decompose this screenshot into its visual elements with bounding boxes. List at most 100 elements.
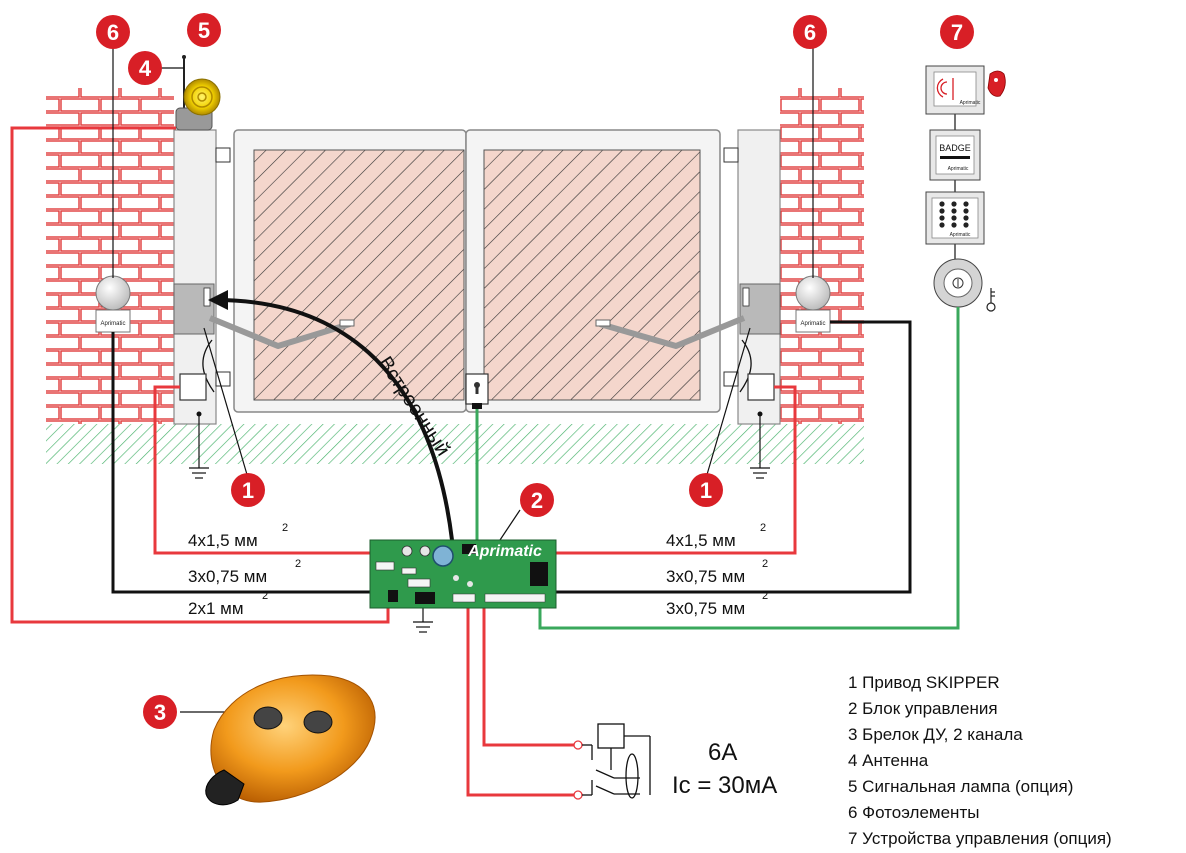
keypad-key [951,208,957,214]
wire-red-left-lower [10,126,390,624]
keypad-key [939,208,945,214]
photocell-left-brand: Aprimatic [100,321,125,327]
gate-leaf-left [233,129,467,413]
svg-text:1: 1 [242,478,254,503]
keypad-key [963,201,969,207]
legend-item: 4 Антенна [848,751,929,770]
ground-symbol-left [189,414,209,479]
cable-label-right-middle: 3x0,75 мм 2 [666,558,768,586]
svg-text:6: 6 [804,20,816,45]
cable-label-right-upper: 4x1,5 мм 2 [666,522,766,550]
control-board: Aprimatic [369,539,557,609]
callout-photocell-right: 6 [793,15,827,49]
cable-label-left-upper: 4x1,5 мм 2 [188,522,288,550]
breaker-residual: Ic = 30мА [672,772,777,799]
svg-text:2: 2 [262,590,268,602]
cable-label-left-middle: 3x0,75 мм 2 [188,558,301,586]
svg-text:2: 2 [295,558,301,570]
keypad: Aprimatic [925,191,985,245]
photocell-right-brand: Aprimatic [800,321,825,327]
red-key-tag [987,70,1006,97]
keypad-key [951,222,957,228]
brick-wall-left [46,88,174,424]
keypad-key [963,215,969,221]
keypad-key [963,222,969,228]
gate-motor-right [595,283,781,393]
leader-motor-left [203,327,249,479]
photocell-right: Aprimatic [795,275,831,333]
leader-control-unit [499,509,521,541]
svg-text:2: 2 [760,522,766,534]
wire-red-left-upper [153,385,370,555]
legend: 1 Привод SKIPPER 2 Блок управления 3 Брело… [848,673,1112,848]
key-icon [986,288,996,312]
wire-red-supply-lower [466,608,574,797]
key-switch [933,258,983,308]
svg-text:2: 2 [531,488,543,513]
electric-lock [465,373,489,409]
breaker-current: 6A [708,739,737,766]
integrated-arrow [208,290,454,541]
transponder-reader: Aprimatic [925,65,985,115]
transponder-brand: Aprimatic [960,100,981,106]
svg-text:3x0,75 мм: 3x0,75 мм [666,567,745,586]
cable-label-right-lower: 3x0,75 мм 2 [666,590,768,618]
cable-label-left-lower: 2x1 мм 2 [188,590,268,618]
gate-leaf-right [465,129,721,413]
keypad-key [939,215,945,221]
keypad-key [939,222,945,228]
svg-text:5: 5 [198,18,210,43]
legend-item: 1 Привод SKIPPER [848,673,1000,692]
svg-text:4: 4 [139,56,152,81]
hinges [215,147,739,387]
keypad-key [939,201,945,207]
callout-lamp: 5 [187,13,221,47]
badge-reader: BADGE Aprimatic [929,129,981,181]
svg-text:2x1 мм: 2x1 мм [188,599,244,618]
legend-item: 5 Сигнальная лампа (опция) [848,777,1073,796]
svg-text:3x0,75 мм: 3x0,75 мм [666,599,745,618]
legend-item: 6 Фотоэлементы [848,803,979,822]
callout-motor-left: 1 [231,473,265,507]
svg-text:2: 2 [282,522,288,534]
photocell-left: Aprimatic [95,275,131,333]
gate-motor-left [173,283,355,393]
svg-text:2: 2 [762,590,768,602]
wire-black-right [555,320,912,594]
callout-motor-right: 1 [689,473,723,507]
callout-antenna: 4 [128,51,162,85]
svg-text:3x0,75 мм: 3x0,75 мм [188,567,267,586]
signal-lamp [175,78,221,131]
wire-red-right [555,385,797,555]
antenna [182,55,186,110]
keypad-brand: Aprimatic [950,232,971,238]
ground-symbol-right [750,414,770,479]
svg-text:1: 1 [700,478,712,503]
callout-control-unit: 2 [520,483,554,517]
svg-text:7: 7 [951,20,963,45]
breaker-symbol [573,723,651,800]
keypad-key [963,208,969,214]
ground-strip [46,424,864,464]
callout-control-devices: 7 [940,15,974,49]
control-board-brand: Aprimatic [467,543,542,560]
svg-text:3: 3 [154,700,166,725]
svg-text:2: 2 [762,558,768,570]
badge-reader-brand: Aprimatic [948,166,969,172]
keypad-key [951,201,957,207]
wire-red-supply-upper [482,608,574,747]
legend-item: 2 Блок управления [848,699,998,718]
svg-text:4x1,5 мм: 4x1,5 мм [188,531,258,550]
brick-wall-right [780,88,864,424]
wire-green-right [538,307,960,630]
keypad-key [951,215,957,221]
svg-text:4x1,5 мм: 4x1,5 мм [666,531,736,550]
remote-key-fob [180,674,376,806]
legend-item: 7 Устройства управления (опция) [848,829,1112,848]
ground-symbol-board [413,608,433,633]
callout-remote: 3 [143,695,177,729]
legend-item: 3 Брелок ДУ, 2 канала [848,725,1023,744]
badge-reader-label: BADGE [939,143,971,153]
svg-text:6: 6 [107,20,119,45]
